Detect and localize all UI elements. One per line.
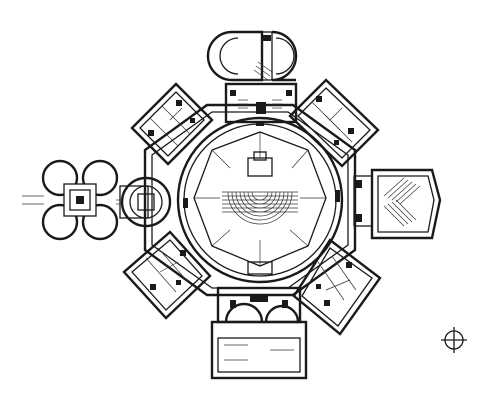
east-stair-pavilion <box>353 168 442 240</box>
stage-box <box>247 157 273 177</box>
central-auditorium <box>176 116 344 284</box>
wing-southeast <box>292 238 382 336</box>
wing-northeast <box>288 78 380 168</box>
north-arrow-icon <box>441 327 467 353</box>
seating-rows <box>222 191 298 225</box>
north-wing <box>206 30 298 124</box>
west-pavilion <box>22 159 172 241</box>
south-wing <box>210 286 308 380</box>
wing-southwest <box>122 230 212 320</box>
wing-northwest <box>130 82 214 166</box>
